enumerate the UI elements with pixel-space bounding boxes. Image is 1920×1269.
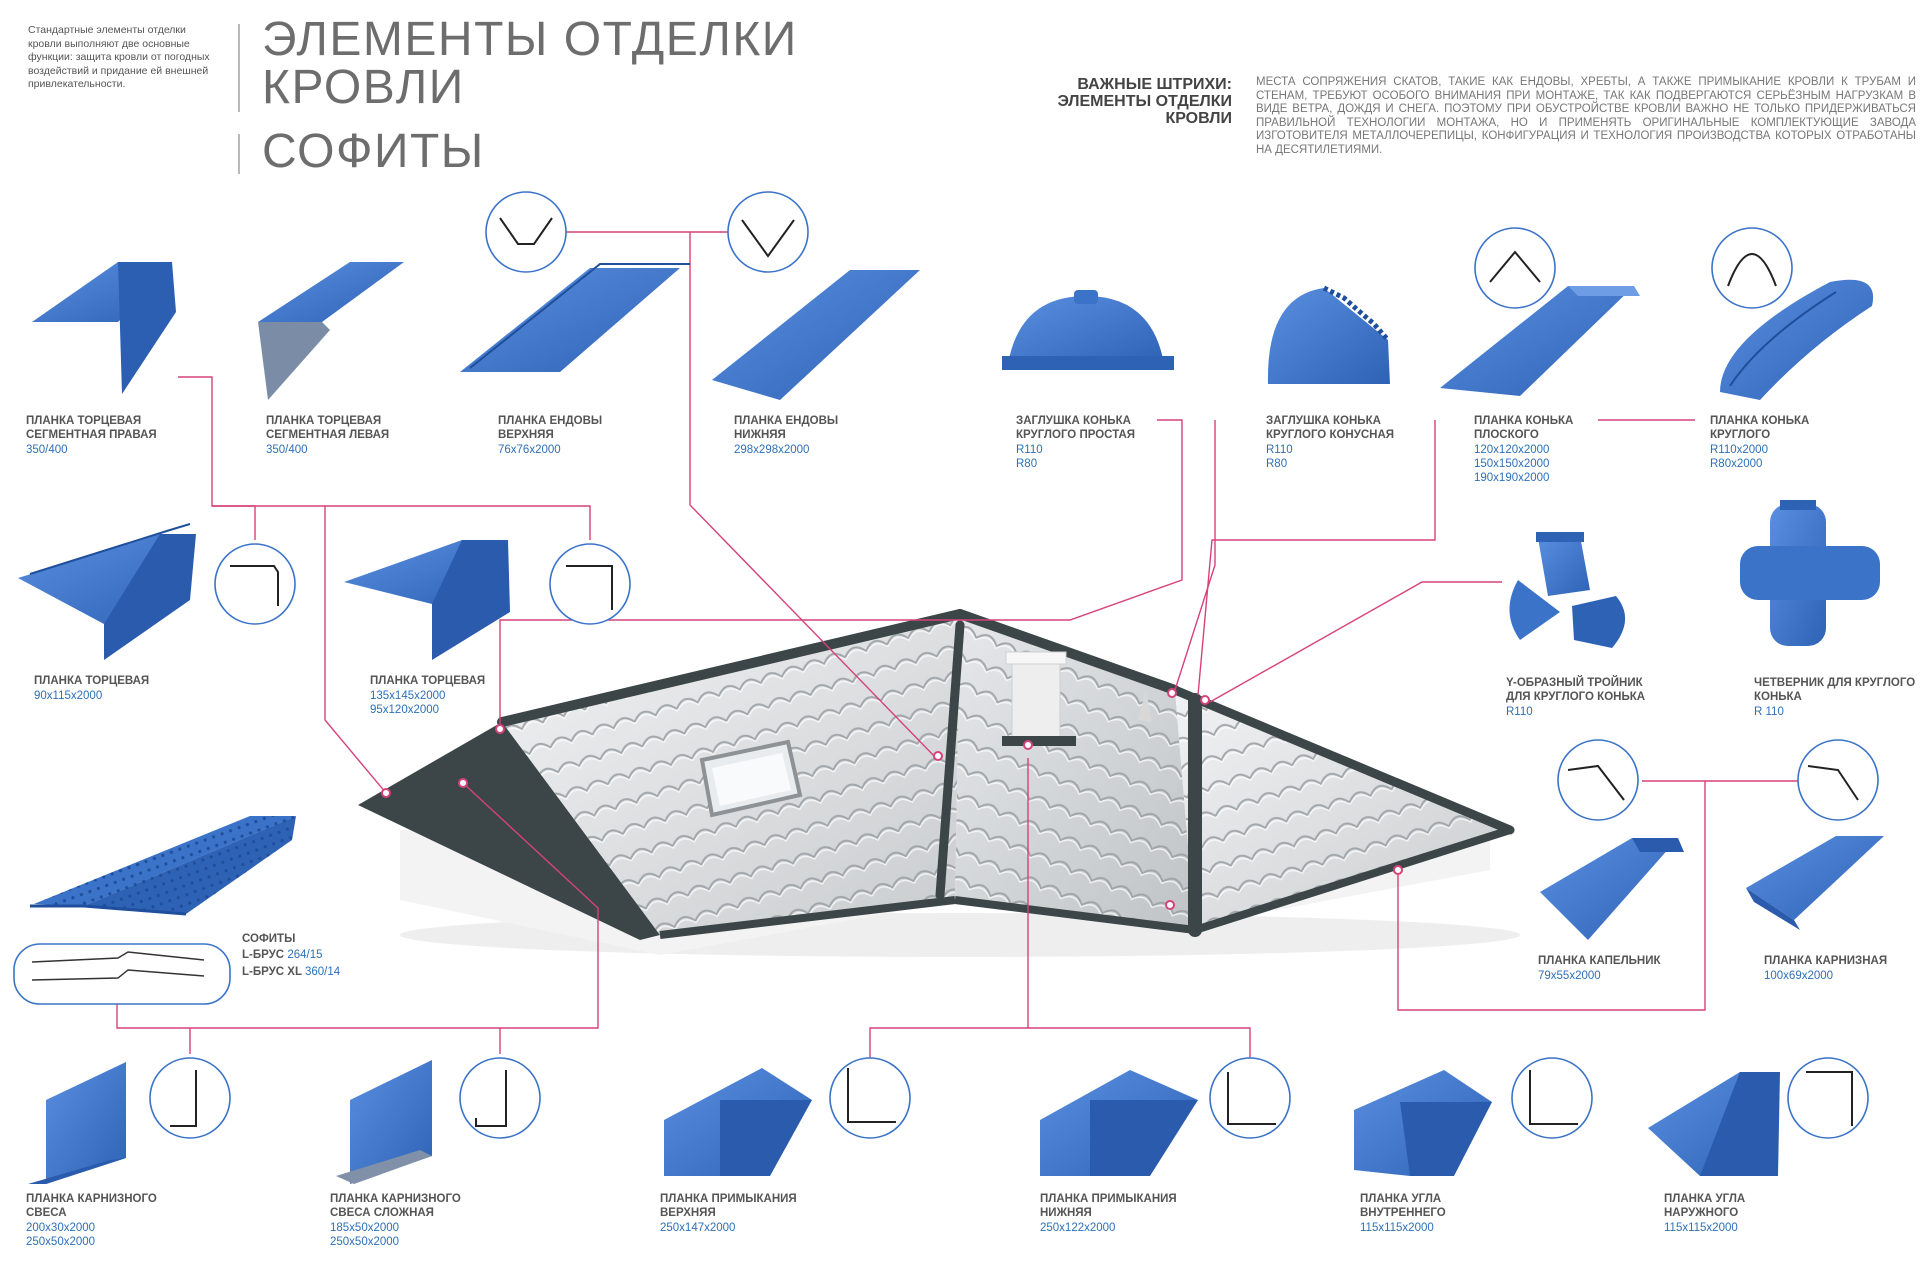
product-dimensions: 298х298х2000 [734,444,810,456]
house-illustration [358,609,1520,957]
product-p7-shape [1440,286,1634,396]
product-p14-shape [1746,836,1884,920]
product-p11-shape [1509,532,1626,648]
chimney [1011,659,1061,739]
product-shapes [13,262,1884,1184]
product-p2-shape [258,262,404,322]
note-heading: ВАЖНЫЕ ШТРИХИ: ЭЛЕМЕНТЫ ОТДЕЛКИ КРОВЛИ [1057,76,1233,127]
product-dimensions: R 110 [1754,706,1784,718]
left-gable-edge [358,722,660,940]
note-body: МЕСТА СОПРЯЖЕНИЯ СКАТОВ, ТАКИЕ КАК ЕНДОВ… [1256,76,1916,156]
connector-lines [116,231,1838,1060]
soffit-row-1: L-БРУС 264/15 [242,949,323,961]
product-dimensions: 115х115х2000 [1664,1222,1738,1234]
product-p15-shape [46,1062,126,1184]
product-dimensions: 115х115х2000 [1360,1222,1434,1234]
product-name: ПЛАНКА КАПЕЛЬНИК [1538,955,1661,967]
product-name: ПЛАНКА ТОРЦЕВАЯ [34,675,150,687]
page-title-line2: КРОВЛИ [262,61,465,114]
product-dimensions: 250х122х2000 [1040,1222,1116,1234]
product-dimensions: 76х76х2000 [498,444,561,456]
product-name: ПЛАНКА ТОРЦЕВАЯ [370,675,486,687]
product-p5-shape [1008,296,1164,364]
product-label-p9: ПЛАНКА ТОРЦЕВАЯ 90х115х2000 [34,674,149,703]
product-p4-shape [712,270,920,400]
product-p8-shape [1720,279,1874,400]
profile-circles [149,191,1879,1139]
product-label-p14: ПЛАНКА КАРНИЗНАЯ 100х69х2000 [1764,954,1887,983]
profile-glyphs [170,217,1859,1127]
page-title-line1: ЭЛЕМЕНТЫ ОТДЕЛКИ [262,13,798,66]
soffit-label: СОФИТЫ L-БРУС 264/15 L-БРУС XL 360/14 [242,932,340,979]
intro-text: Стандартные элементы отделки кровли выпо… [28,24,210,90]
product-label-p13: ПЛАНКА КАПЕЛЬНИК 79х55х2000 [1538,954,1661,983]
product-p6-shape [1267,288,1390,384]
page-subtitle: СОФИТЫ [262,125,485,178]
product-dimensions: 250х147х2000 [660,1222,736,1234]
valley [935,620,965,900]
product-dimensions: 350/400 [26,444,68,456]
soffit-name: СОФИТЫ [242,933,296,945]
soffit-row-2: L-БРУС XL 360/14 [242,966,341,978]
product-p12-shape [1740,500,1880,646]
product-name: ПЛАНКА КАРНИЗНАЯ [1764,955,1888,967]
soffit-panel-shape [30,816,296,916]
product-dimensions: R110 [1506,706,1533,718]
product-dimensions: 90х115х2000 [34,690,103,702]
connector-dots [381,688,1403,910]
product-dimensions: 79х55х2000 [1538,970,1601,982]
product-p13-shape [1540,838,1678,940]
product-dimensions: 350/400 [266,444,308,456]
product-dimensions: 100х69х2000 [1764,970,1834,982]
product-p3-shape [460,268,680,372]
subtitle-divider [238,134,240,174]
page-title: ЭЛЕМЕНТЫ ОТДЕЛКИ КРОВЛИ [262,16,798,112]
header-divider [238,24,240,112]
